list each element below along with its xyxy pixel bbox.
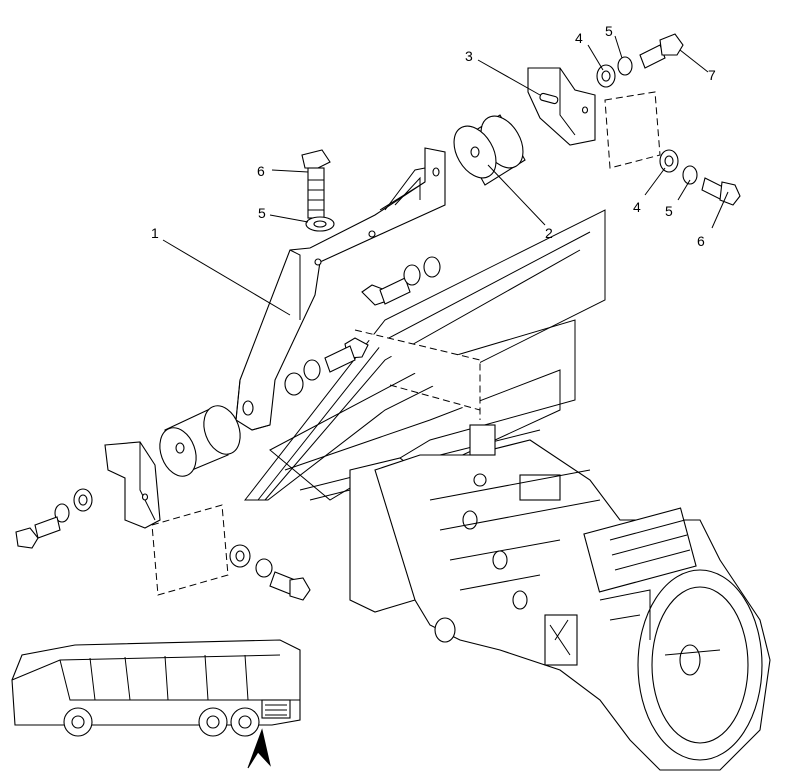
callout-4-lower: 4 <box>633 199 641 215</box>
callout-1: 1 <box>151 225 159 241</box>
location-arrow <box>247 728 271 769</box>
plate-lower-left-hidden <box>151 504 229 596</box>
transmission-assembly <box>349 424 771 771</box>
callout-7: 7 <box>708 67 716 83</box>
angle-bracket-lower <box>104 441 161 529</box>
callout-6-lower: 6 <box>697 233 705 249</box>
main-bracket <box>235 147 446 431</box>
transmission-outline-hidden-2 <box>389 384 481 411</box>
callout-5-upper: 5 <box>605 23 613 39</box>
callout-5-left: 5 <box>258 205 266 221</box>
callout-6-upper: 6 <box>257 163 265 179</box>
bus-location-icon <box>11 639 301 769</box>
callout-labels: 1 2 3 4 5 7 4 5 6 6 5 <box>151 23 716 249</box>
callout-2: 2 <box>545 225 553 241</box>
fasteners <box>15 33 741 601</box>
callout-3: 3 <box>465 48 473 64</box>
angle-bracket-upper <box>527 67 596 146</box>
rubber-mount-lower <box>159 405 241 477</box>
callout-4-upper: 4 <box>575 30 583 46</box>
plate-upper-right-hidden <box>604 91 661 169</box>
leader-lines <box>162 35 729 316</box>
rubber-mount-upper <box>453 114 526 186</box>
transmission-outline-hidden <box>354 329 481 420</box>
callout-5-lower: 5 <box>665 203 673 219</box>
